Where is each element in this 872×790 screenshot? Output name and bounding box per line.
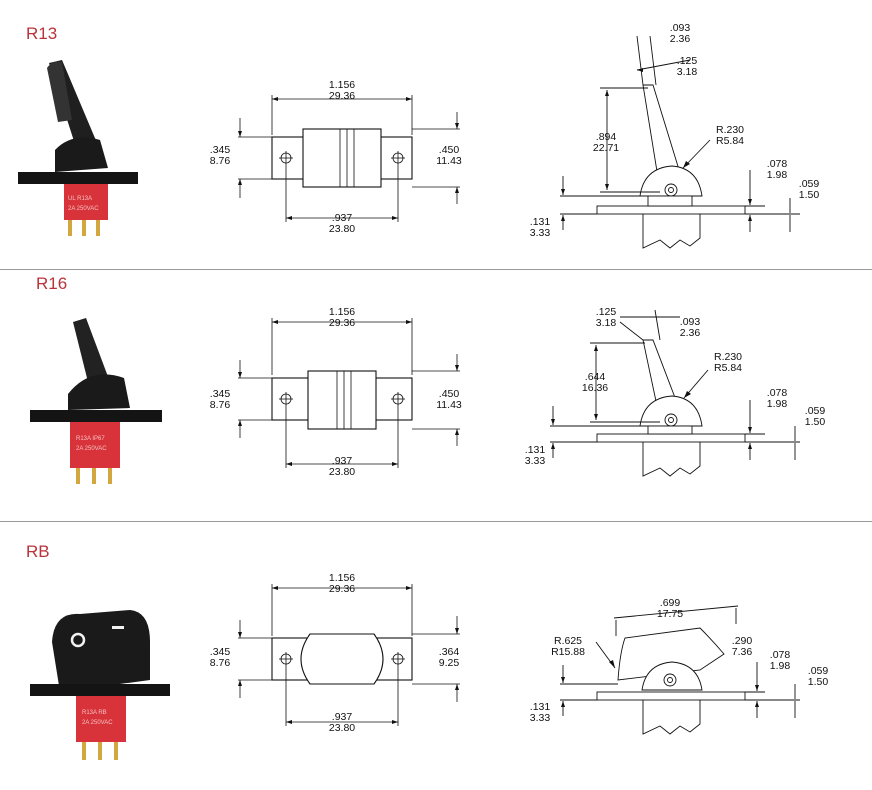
dim-thick-mm: 1.50 [805, 416, 826, 428]
dim-base-in: .131 [525, 444, 546, 456]
section-rb: RB R13A RB 2A 250VAC [0, 522, 872, 790]
dim-overall-in: 1.156 [329, 572, 355, 584]
dim-left-in: .345 [210, 646, 231, 658]
section-r13: R13 UL R13A 2A 250VAC [0, 0, 872, 270]
dim-base-in: .131 [530, 216, 551, 228]
dim-height-in: .644 [585, 371, 606, 383]
dim-a-in: .125 [596, 306, 617, 318]
dim-left-mm: 8.76 [210, 657, 231, 669]
dim-base-mm: 3.33 [530, 227, 551, 239]
dim-flange-in: .078 [767, 387, 788, 399]
dim-flange-mm: 1.98 [767, 398, 788, 410]
dim-base-mm: 3.33 [525, 455, 546, 467]
dim-right-in: .450 [439, 388, 460, 400]
dim-radius-in: R.230 [714, 351, 742, 363]
dim-left-in: .345 [210, 144, 231, 156]
dim-left-mm: 8.76 [210, 155, 231, 167]
top-view-r13: 1.156 29.36 .345 8.76 .450 11.43 .937 23… [210, 79, 462, 235]
dim-left-in: .345 [210, 388, 231, 400]
dim-height-mm: 16.36 [582, 382, 608, 394]
dim-right-mm: 9.25 [439, 657, 460, 669]
dim-thick-in: .059 [808, 665, 829, 677]
dim-hole-mm: 23.80 [329, 722, 355, 734]
section-divider [0, 521, 872, 522]
off-icon [70, 632, 86, 648]
product-photo-r13: UL R13A 2A 250VAC [18, 60, 138, 236]
dim-left-mm: 8.76 [210, 399, 231, 411]
product-photo-r16: R13A IP67 2A 250VAC [30, 318, 162, 484]
dim-flange-mm: 1.98 [767, 169, 788, 181]
dim-right-mm: 11.43 [436, 155, 462, 167]
dim-base-mm: 3.33 [530, 712, 551, 724]
on-icon [112, 626, 124, 629]
dim-hole-mm: 23.80 [329, 466, 355, 478]
dim-radius-mm: R15.88 [551, 646, 585, 658]
dim-rise-in: .290 [732, 635, 753, 647]
dim-b-in: .093 [680, 316, 701, 328]
dim-thick-in: .059 [799, 178, 820, 190]
dim-flange-in: .078 [770, 649, 791, 661]
svg-text:R13A IP67: R13A IP67 [76, 436, 105, 442]
dim-a-mm: 2.36 [670, 33, 691, 45]
body-marking: UL R13A [68, 196, 92, 202]
section-divider [0, 269, 872, 270]
section-r16: R16 R13A IP67 2A 250VAC [0, 270, 872, 521]
dim-width-in: .699 [660, 597, 681, 609]
svg-text:2A 250VAC: 2A 250VAC [82, 720, 113, 726]
dim-base-in: .131 [530, 701, 551, 713]
dim-right-in: .450 [439, 144, 460, 156]
dim-a-mm: 3.18 [596, 317, 617, 329]
dim-right-mm: 11.43 [436, 399, 462, 411]
dim-flange-in: .078 [767, 158, 788, 170]
dim-hole-in: .937 [332, 711, 353, 723]
dim-overall-in: 1.156 [329, 306, 355, 318]
dim-radius-in: R.625 [554, 635, 582, 647]
side-view-r16: .125 3.18 .093 2.36 .644 16.36 R.230 R5.… [525, 306, 826, 477]
dim-b-mm: 3.18 [677, 66, 698, 78]
dim-b-in: .125 [677, 55, 698, 67]
dim-width-mm: 17.75 [657, 608, 683, 620]
top-view-rb: 1.156 29.36 .345 8.76 .364 9.25 .937 23.… [210, 572, 460, 734]
dim-radius-in: R.230 [716, 124, 744, 136]
dim-height-in: .894 [596, 131, 617, 143]
section-title: RB [26, 542, 50, 561]
dim-rise-mm: 7.36 [732, 646, 753, 658]
top-view-r16: 1.156 29.36 .345 8.76 .450 11.43 .937 23… [210, 306, 462, 478]
dim-overall-mm: 29.36 [329, 317, 355, 329]
section-title: R16 [36, 274, 68, 293]
section-title: R13 [26, 24, 58, 43]
svg-text:R13A RB: R13A RB [82, 710, 107, 716]
dim-radius-mm: R5.84 [716, 135, 744, 147]
dim-overall-in: 1.156 [329, 79, 355, 91]
dim-right-in: .364 [439, 646, 460, 658]
dim-hole-in: .937 [332, 455, 353, 467]
dim-radius-mm: R5.84 [714, 362, 742, 374]
dim-b-mm: 2.36 [680, 327, 701, 339]
svg-text:2A 250VAC: 2A 250VAC [76, 446, 107, 452]
side-view-rb: .699 17.75 R.625 R15.88 .290 7.36 .078 1… [530, 597, 829, 735]
dim-a-in: .093 [670, 22, 691, 34]
dim-hole-in: .937 [332, 212, 353, 224]
dim-overall-mm: 29.36 [329, 583, 355, 595]
svg-text:2A 250VAC: 2A 250VAC [68, 206, 99, 212]
product-photo-rb: R13A RB 2A 250VAC [30, 610, 170, 760]
dim-thick-mm: 1.50 [808, 676, 829, 688]
dim-thick-in: .059 [805, 405, 826, 417]
dim-thick-mm: 1.50 [799, 189, 820, 201]
dim-hole-mm: 23.80 [329, 223, 355, 235]
dim-flange-mm: 1.98 [770, 660, 791, 672]
side-view-r13: .093 2.36 .125 3.18 .894 22.71 R.230 R5.… [530, 22, 820, 249]
dim-height-mm: 22.71 [593, 142, 619, 154]
dim-overall-mm: 29.36 [329, 90, 355, 102]
